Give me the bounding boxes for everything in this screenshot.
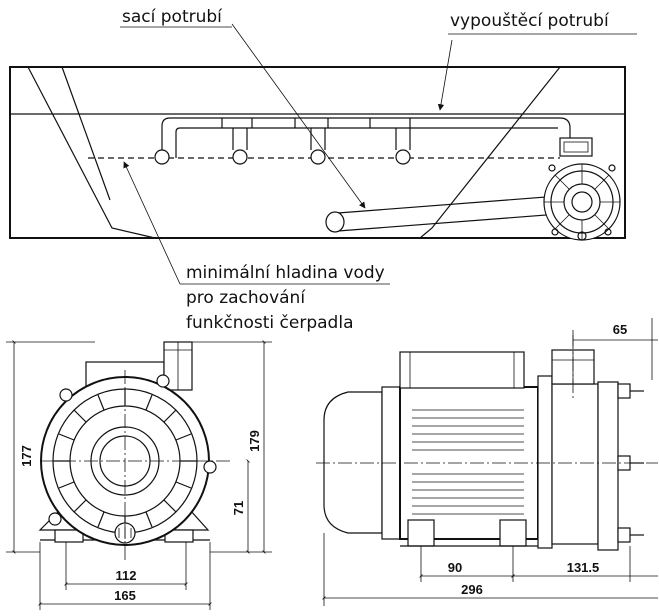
dim-296: 296: [461, 582, 483, 597]
side-dim-131-5: 131.5: [511, 546, 658, 582]
dim-165: 165: [114, 588, 136, 603]
min-level-label-1: minimální hladina vody: [186, 263, 385, 283]
side-dim-296: 296: [322, 533, 658, 606]
dim-65: 65: [613, 322, 627, 337]
front-dim-71: 71: [231, 459, 250, 554]
dim-179: 179: [247, 430, 262, 452]
dim-90: 90: [448, 560, 462, 575]
dim-177: 177: [19, 445, 34, 467]
dim-131-5: 131.5: [567, 560, 600, 575]
tub-outline: [9, 66, 626, 239]
front-dim-112: 112: [64, 542, 188, 590]
tub-pump-drawing: [543, 137, 621, 241]
suction-manifold: [154, 117, 571, 165]
discharge-pipe-label: vypouštěcí potrubí: [450, 11, 610, 31]
suction-leader: [231, 23, 366, 209]
dim-71: 71: [231, 501, 246, 515]
side-dim-90: 90: [419, 546, 515, 582]
tub-wall-left: [27, 66, 156, 239]
pump-front-view: 177 179 71 112 165: [6, 340, 272, 610]
tub-wall-right: [419, 66, 561, 239]
pump-side-view: 65 90 131.5 296: [316, 318, 658, 606]
front-dim-165: 165: [38, 542, 212, 610]
front-dim-179: 179: [192, 340, 272, 554]
suction-pipe-label: sací potrubí: [122, 7, 223, 27]
dim-112: 112: [116, 568, 137, 583]
water-level-leader: [123, 161, 181, 285]
tub-view: sací potrubí vypouštěcí potrubí minimáln…: [9, 7, 637, 333]
front-dim-177: 177: [6, 340, 95, 554]
side-dim-65: 65: [572, 318, 658, 380]
min-level-label-2: pro zachování: [186, 288, 306, 308]
discharge-leader: [437, 39, 453, 111]
min-level-label-3: funkčnosti čerpadla: [186, 313, 354, 333]
